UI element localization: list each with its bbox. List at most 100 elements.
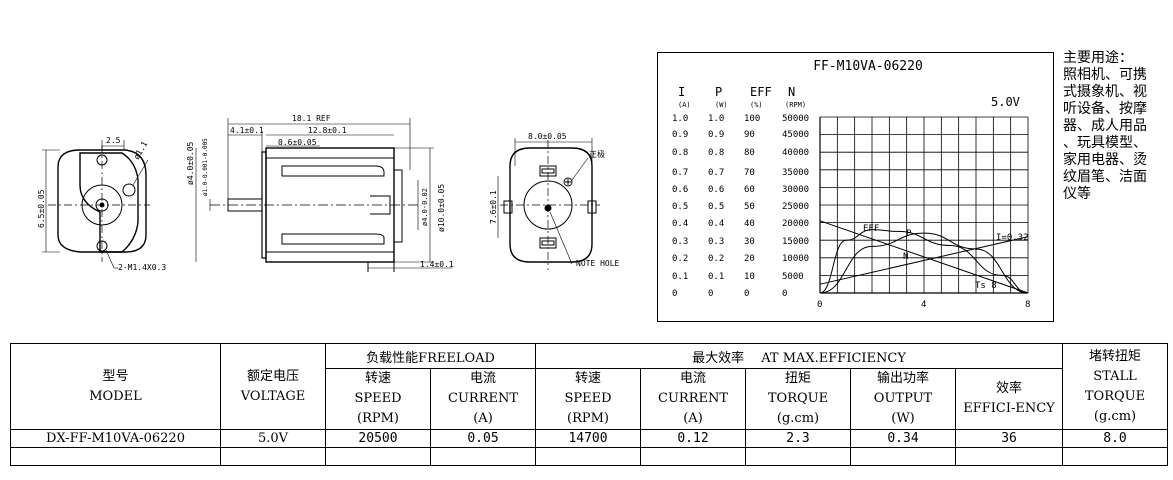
cell-free-current: 0.05 (429, 429, 537, 448)
motor-drawings: 2.5 ø1.1 6.5±0.05 2-M1.4X0.3 18.1 REF 4.… (37, 114, 620, 272)
usage-line: 式摄象机、视 (1063, 84, 1147, 100)
curve-annotation: P (906, 229, 912, 239)
dim-8-0: 8.0±0.05 (528, 132, 567, 141)
series-n-line (819, 220, 1029, 294)
scale-value: 0.5 (672, 202, 688, 212)
scale-value: 45000 (782, 130, 809, 140)
scale-value: 0.6 (708, 185, 724, 195)
scale-value: 15000 (782, 237, 809, 247)
cell-voltage: 5.0V (220, 429, 326, 448)
scale-value: 0.6 (672, 185, 688, 195)
cell-stall-torque: 8.0 (1062, 429, 1169, 448)
scale-value: 0 (708, 289, 713, 299)
scale-value: 40000 (782, 148, 809, 158)
performance-chart-panel: FF-M10VA-06220 5.0V I(A)P(W)EFF(%)N(RPM)… (657, 52, 1054, 322)
scale-value: 0.3 (708, 237, 724, 247)
scale-value: 90 (744, 130, 755, 140)
scale-header-unit: (%) (750, 101, 763, 109)
scale-value: 0.9 (708, 130, 724, 140)
scale-value: 10 (744, 272, 755, 282)
scale-value: 0 (782, 289, 787, 299)
scale-value: 0.9 (672, 130, 688, 140)
dim-6-5: 6.5±0.05 (37, 189, 46, 228)
x-tick-label: 8 (1025, 300, 1030, 310)
usage-line: 、玩具模型、 (1063, 135, 1147, 151)
label-positive: 正极 (589, 149, 605, 159)
usage-title: 主要用途： (1063, 50, 1133, 66)
header-model: 型号 MODEL (10, 343, 221, 430)
front-view (42, 140, 150, 269)
header-voltage: 额定电压 VOLTAGE (220, 343, 326, 430)
scale-value: 25000 (782, 202, 809, 212)
curve-annotation: N (903, 252, 908, 262)
cell-eff-output: 0.34 (850, 429, 957, 448)
dim-2-5: 2.5 (106, 136, 121, 145)
header-stall-torque: 堵转扭矩 STALL TORQUE (g.cm) (1062, 343, 1169, 430)
scale-header-unit: (A) (678, 101, 691, 109)
series-p-line (819, 232, 1029, 294)
scale-value: 70 (744, 168, 755, 178)
cell-efficiency: 36 (955, 429, 1064, 448)
series-i-line (819, 236, 1029, 285)
curve-annotation: Ts 8 (975, 281, 997, 291)
spec-table: 型号 MODEL 额定电压 VOLTAGE 负载性能FREELOAD 最大效率 … (10, 343, 1169, 466)
scale-value: 35000 (782, 168, 809, 178)
usage-notes: 主要用途： 照相机、可携 式摄象机、视 听设备、按摩 器、成人用品 、玩具模型、… (1063, 50, 1163, 203)
performance-chart: FF-M10VA-06220 5.0V I(A)P(W)EFF(%)N(RPM)… (672, 59, 1030, 310)
usage-line: 听设备、按摩 (1063, 101, 1147, 117)
scale-header-unit: (RPM) (785, 101, 806, 109)
scale-header-unit: (W) (715, 101, 728, 109)
scale-value: 0.7 (708, 168, 724, 178)
scale-header-symbol: P (715, 85, 722, 99)
x-tick-label: 4 (921, 300, 926, 310)
scale-value: 0.8 (672, 148, 688, 158)
dim-boss-dia: ø4.0-0.02 (421, 188, 429, 226)
dim-screw: 2-M1.4X0.3 (118, 263, 166, 272)
dim-1-4: 1.4±0.1 (420, 260, 454, 269)
scale-value: 20000 (782, 219, 809, 229)
header-freeload: 负载性能FREELOAD (324, 343, 537, 369)
scale-value: 60 (744, 185, 755, 195)
scale-value: 0.5 (708, 202, 724, 212)
dim-hole: ø1.1 (132, 140, 150, 161)
scale-value: 30 (744, 237, 755, 247)
usage-line: 仪等 (1063, 186, 1091, 202)
table-row-empty (10, 447, 1169, 466)
scale-value: 0.1 (708, 272, 724, 282)
scale-value: 20 (744, 254, 755, 264)
dim-0-6: 0.6±0.05 (278, 138, 317, 147)
usage-line: 器、成人用品 (1063, 118, 1147, 134)
scale-value: 0.2 (708, 254, 724, 264)
scale-value: 0.4 (708, 219, 724, 229)
scale-value: 0 (744, 289, 749, 299)
usage-line: 纹眉笔、洁面 (1063, 169, 1147, 185)
dim-body-dia: ø10.0±0.05 (437, 184, 446, 232)
scale-value: 10000 (782, 254, 809, 264)
scale-value: 40 (744, 219, 755, 229)
scale-value: 0.8 (708, 148, 724, 158)
scale-header-symbol: N (788, 85, 795, 99)
scale-value: 5000 (782, 272, 804, 282)
scale-value: 0.7 (672, 168, 688, 178)
cell-free-speed: 20500 (325, 429, 431, 448)
scale-header-symbol: I (678, 85, 685, 99)
usage-line: 家用电器、烫 (1063, 152, 1147, 168)
scale-value: 0 (672, 289, 677, 299)
scale-value: 1.0 (708, 114, 724, 124)
curve-annotation: EFF (863, 224, 879, 234)
header-max-efficiency: 最大效率 AT MAX.EFFICIENCY (535, 343, 1064, 369)
cell-eff-speed: 14700 (535, 429, 642, 448)
cell-eff-torque: 2.3 (745, 429, 852, 448)
curve-annotation: I=0.32 (996, 233, 1029, 243)
side-view (195, 118, 452, 272)
cell-eff-current: 0.12 (640, 429, 747, 448)
scale-value: 80 (744, 148, 755, 158)
usage-line: 照相机、可携 (1063, 67, 1147, 83)
scale-header-symbol: EFF (750, 85, 772, 99)
scale-value: 50000 (782, 114, 809, 124)
scale-value: 0.2 (672, 254, 688, 264)
rear-view (497, 138, 600, 270)
